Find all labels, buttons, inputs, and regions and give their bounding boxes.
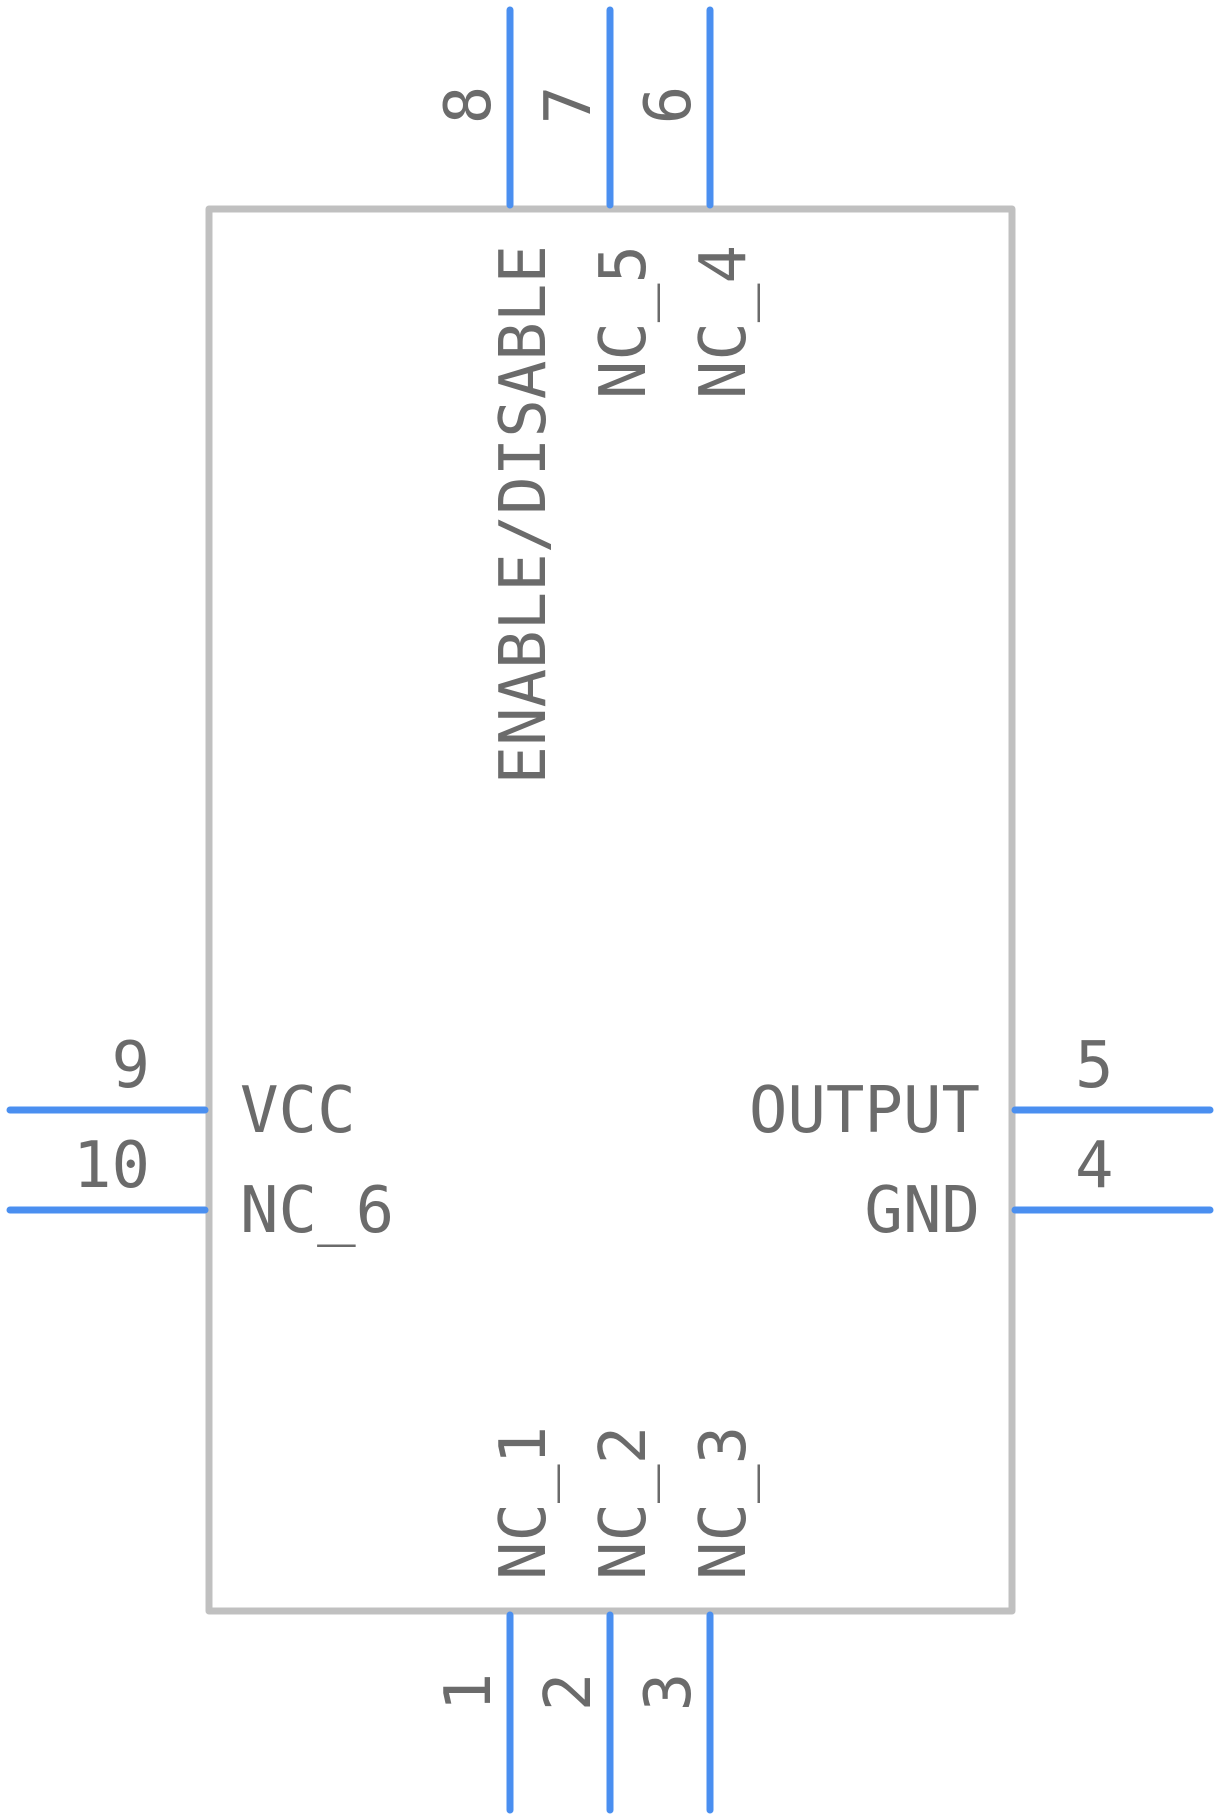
pin-4-number: 4	[1075, 1129, 1114, 1203]
pin-7-number: 7	[532, 86, 606, 125]
pin-5-number: 5	[1075, 1029, 1114, 1103]
pin-5-name: OUTPUT	[749, 1074, 980, 1148]
pin-10-number: 10	[73, 1129, 150, 1203]
pin-3-name: NC_3	[687, 1426, 761, 1580]
pin-4-name: GND	[864, 1174, 980, 1248]
pin-1-number: 1	[432, 1673, 506, 1712]
pin-6-number: 6	[632, 86, 706, 125]
pin-2-number: 2	[532, 1673, 606, 1712]
pin-8-name: ENABLE/DISABLE	[487, 245, 561, 784]
pin-9-name: VCC	[240, 1074, 356, 1148]
pin-1-name: NC_1	[487, 1426, 561, 1580]
pin-6-name: NC_4	[687, 245, 761, 399]
component-body	[205, 205, 1016, 1615]
pin-2-name: NC_2	[587, 1426, 661, 1580]
pin-10-name: NC_6	[240, 1174, 394, 1248]
pin-7-name: NC_5	[587, 245, 661, 399]
pin-8-number: 8	[432, 86, 506, 125]
pin-3-number: 3	[632, 1673, 706, 1712]
pin-9-number: 9	[111, 1029, 150, 1103]
